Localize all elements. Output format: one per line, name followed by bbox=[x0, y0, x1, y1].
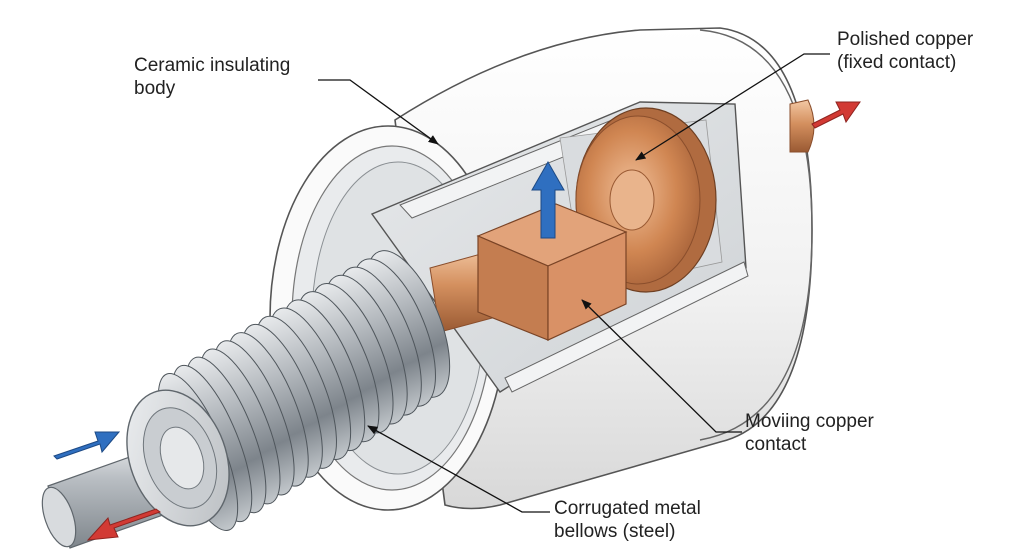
bellows-flange bbox=[126, 389, 230, 527]
label-moving-contact: Moviing copper contact bbox=[745, 411, 874, 455]
motion-arrows bbox=[53, 101, 861, 541]
label-bellows: Corrugated metal bellows (steel) bbox=[554, 498, 701, 542]
blue-arrow-up-icon bbox=[531, 160, 565, 239]
blue-arrow-in-icon bbox=[53, 431, 121, 460]
moving-contact-cube bbox=[476, 203, 628, 341]
label-ceramic-body: Ceramic insulating body bbox=[134, 55, 291, 99]
red-arrow-out-icon bbox=[86, 508, 162, 541]
leader-lines bbox=[318, 53, 830, 513]
label-fixed-contact: Polished copper (fixed contact) bbox=[837, 29, 974, 73]
fixed-terminal bbox=[789, 99, 815, 153]
red-arrow-right-icon bbox=[811, 101, 861, 129]
